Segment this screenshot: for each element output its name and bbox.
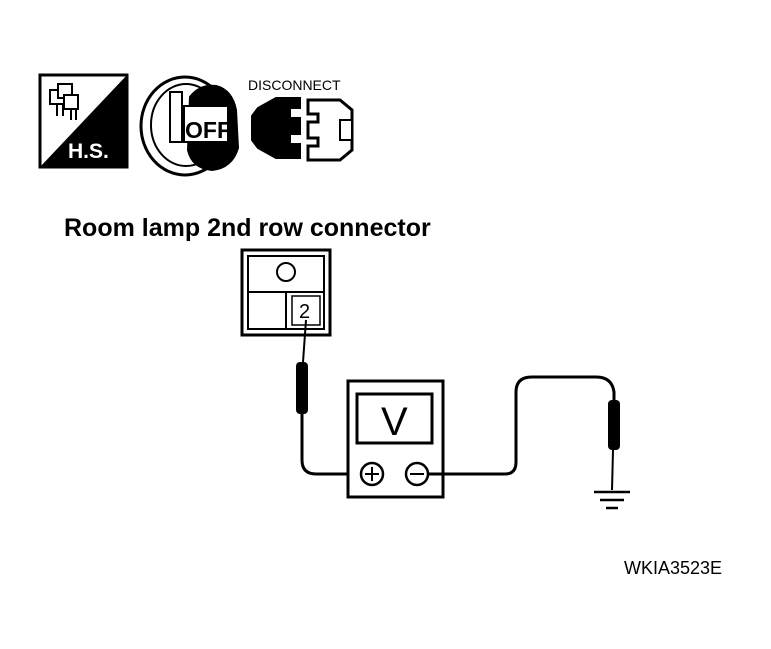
terminal-2-label: 2 [299, 301, 310, 323]
room-lamp-connector: 2 [240, 248, 332, 337]
hs-label: H.S. [68, 140, 109, 163]
ignition-off-icon: OFF [139, 75, 240, 177]
ground-symbol [594, 490, 630, 510]
ignition-off-label: OFF [185, 117, 231, 143]
harness-side-icon: H.S. [38, 73, 129, 169]
voltmeter: V [346, 379, 445, 499]
figure-code: WKIA3523E [624, 558, 722, 578]
positive-probe [296, 319, 360, 476]
disconnect-label: DISCONNECT [248, 77, 341, 93]
voltmeter-label: V [381, 400, 408, 444]
disconnect-icon: DISCONNECT [248, 77, 354, 162]
diagram-title: Room lamp 2nd row connector [64, 214, 431, 242]
negative-probe [428, 375, 620, 491]
